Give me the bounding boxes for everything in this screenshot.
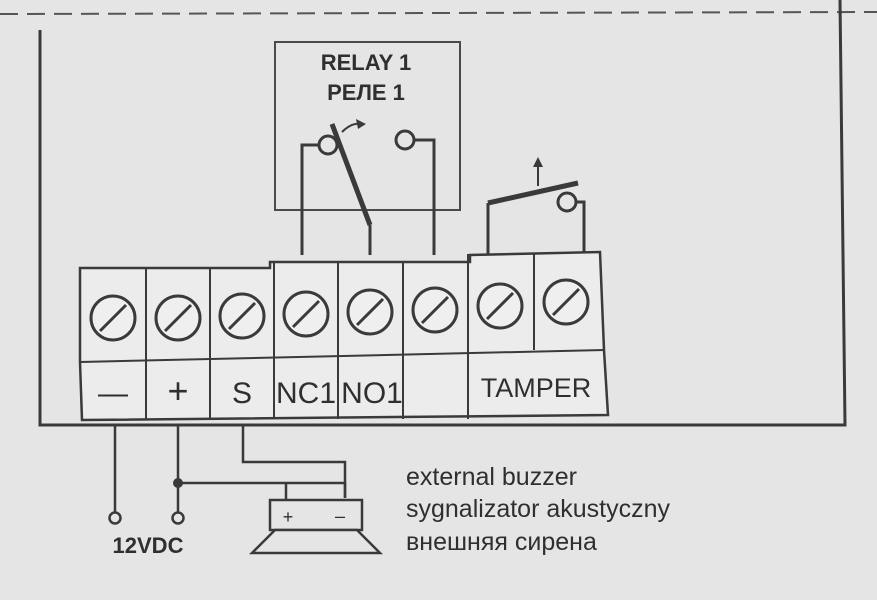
buzzer-text-en: external buzzer <box>406 463 577 491</box>
terminal-screw <box>542 278 590 326</box>
power-terminal-plus <box>171 511 185 525</box>
buzzer-text-ru: внешняя сирена <box>406 528 597 556</box>
dashed-cut-line <box>0 11 877 15</box>
terminal-block <box>78 250 610 422</box>
terminal-screw <box>346 288 394 336</box>
terminal-label-no1: NO1 <box>341 377 403 410</box>
tamper-switch-symbol <box>486 157 586 255</box>
relay-box <box>274 41 461 211</box>
junction-dot <box>173 478 183 488</box>
terminal-label-s: S <box>232 377 252 410</box>
terminal-label-plus: + <box>167 370 188 411</box>
relay-title-ru: РЕЛЕ 1 <box>327 80 405 105</box>
terminal-screw <box>476 282 524 330</box>
buzzer-text-pl: sygnalizator akustyczny <box>406 495 671 523</box>
terminal-dividers <box>145 254 535 419</box>
power-terminal-minus <box>108 511 122 525</box>
terminal-screw <box>411 286 459 334</box>
relay-switch-symbol <box>300 119 436 255</box>
terminal-label-tamper: TAMPER <box>481 373 592 403</box>
power-label: 12VDC <box>113 533 184 558</box>
power-wiring <box>113 426 347 512</box>
terminal-screw <box>218 292 266 340</box>
terminal-label-minus: — <box>98 377 128 410</box>
buzzer-minus-label: – <box>335 506 345 526</box>
buzzer-symbol <box>248 483 384 555</box>
terminal-screw <box>154 294 202 342</box>
terminal-screw <box>282 290 330 338</box>
screw-row <box>89 278 590 342</box>
relay-title-en: RELAY 1 <box>321 50 412 75</box>
terminal-screw <box>89 294 137 342</box>
device-outline <box>38 0 847 427</box>
terminal-label-nc1: NC1 <box>276 377 336 410</box>
buzzer-plus-label: + <box>283 507 294 527</box>
